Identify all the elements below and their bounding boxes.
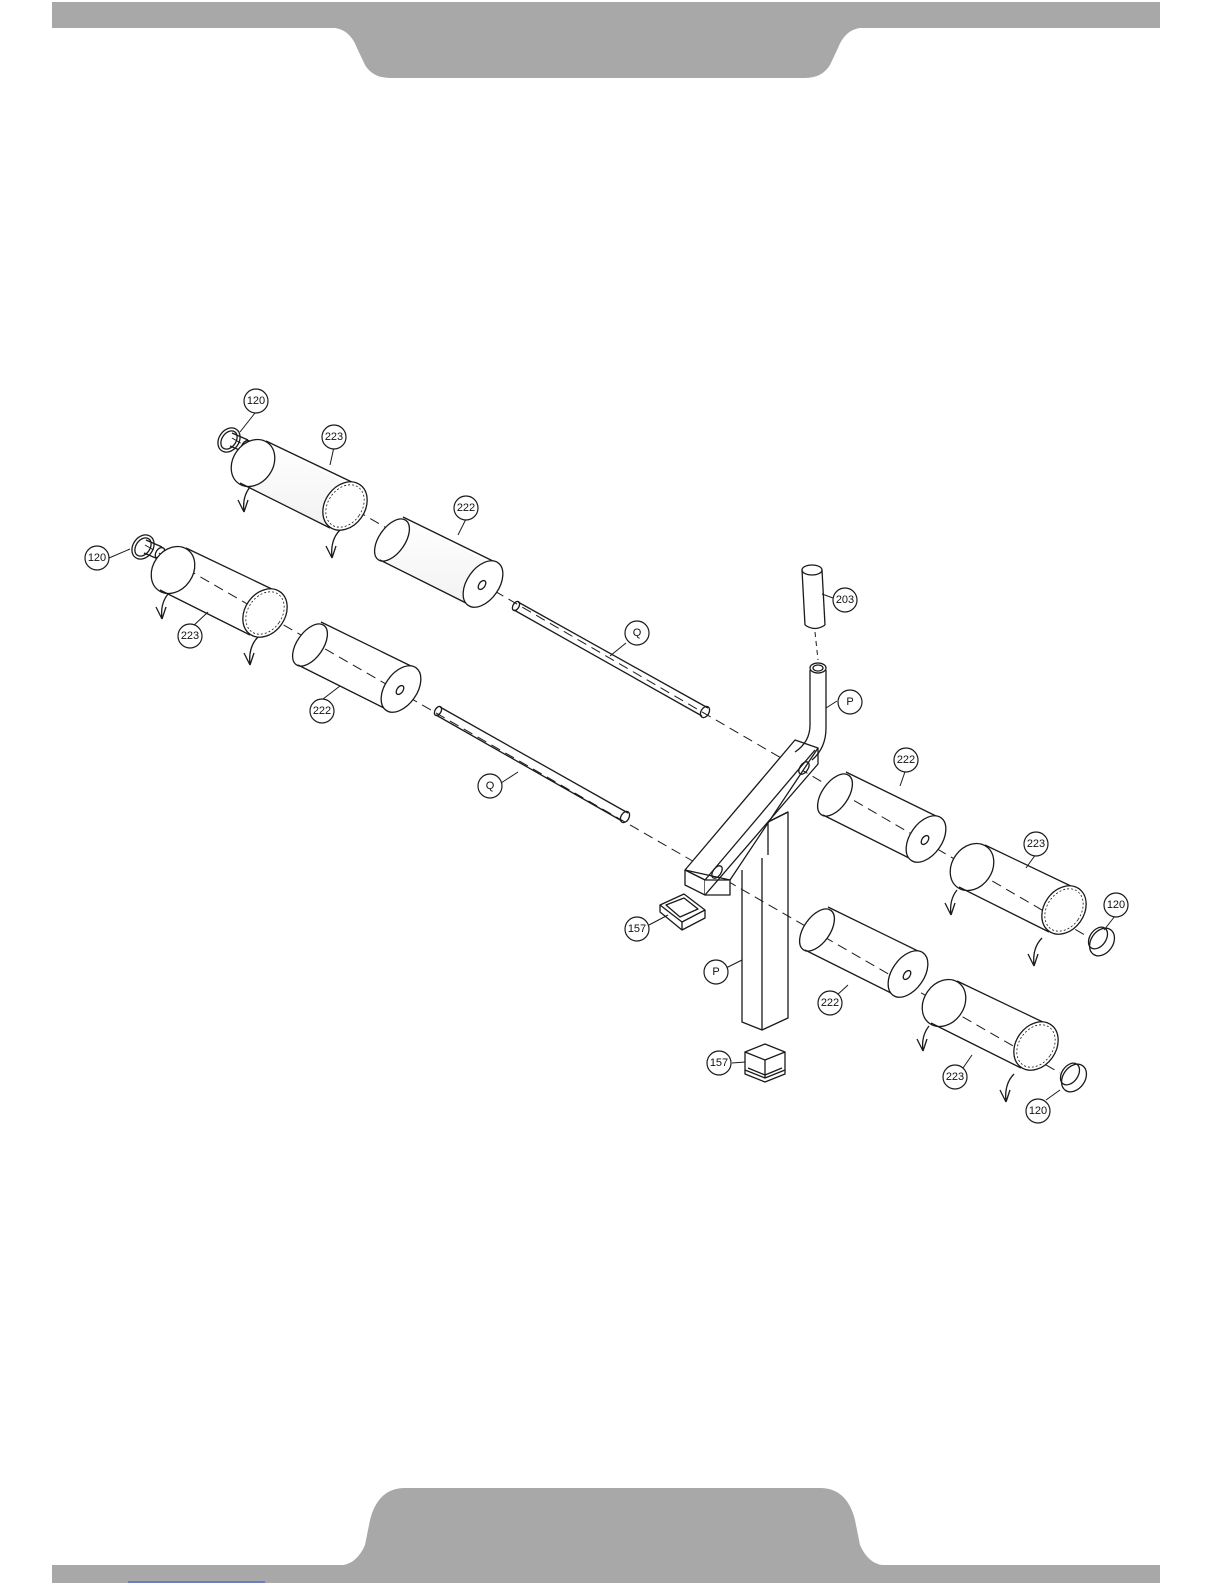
spring-clip-lower-right xyxy=(1056,1059,1091,1096)
axis-lines xyxy=(145,438,1090,1073)
end-cap-157-tube xyxy=(660,894,705,930)
callout-label: 157 xyxy=(710,1057,728,1069)
handle-grip-203 xyxy=(802,565,825,660)
callout-label: 120 xyxy=(1107,899,1125,911)
callout-label: 120 xyxy=(1029,1105,1047,1117)
foam-roller-lower-right xyxy=(793,903,936,1005)
foam-cover-upper-left xyxy=(222,431,376,558)
header-band xyxy=(52,2,1160,78)
rod-lower xyxy=(433,705,632,824)
callout-label: 222 xyxy=(821,997,839,1009)
callout-label: 222 xyxy=(313,705,331,717)
callout-label: P xyxy=(846,696,853,708)
foam-cover-lower-right xyxy=(913,971,1067,1102)
callout-label: 222 xyxy=(897,754,915,766)
callout-label: 157 xyxy=(628,923,646,935)
callout-label: 223 xyxy=(1027,838,1045,850)
callout-label: P xyxy=(712,966,719,978)
callout-label: 203 xyxy=(836,594,854,606)
footer-band xyxy=(52,1488,1160,1583)
callout-label: Q xyxy=(486,780,495,792)
foam-cover-upper-right xyxy=(941,835,1095,966)
spring-clip-upper-right xyxy=(1084,923,1119,960)
end-cap-157-foot xyxy=(745,1044,785,1082)
callout-label: 223 xyxy=(946,1071,964,1083)
foam-cover-middle-left xyxy=(142,538,296,665)
callout-label: 223 xyxy=(325,431,343,443)
foam-roller-upper-left xyxy=(368,513,511,615)
callout-label: Q xyxy=(633,627,642,639)
callout-label: 222 xyxy=(457,502,475,514)
callout-labels: 120223222120223222QQ203P222223120157P222… xyxy=(85,389,1128,1123)
callout-label: 120 xyxy=(88,552,106,564)
callout-label: 120 xyxy=(247,395,265,407)
callout-label: 223 xyxy=(181,630,199,642)
foam-roller-upper-right xyxy=(811,768,954,870)
foam-roller-middle-left xyxy=(286,618,429,720)
